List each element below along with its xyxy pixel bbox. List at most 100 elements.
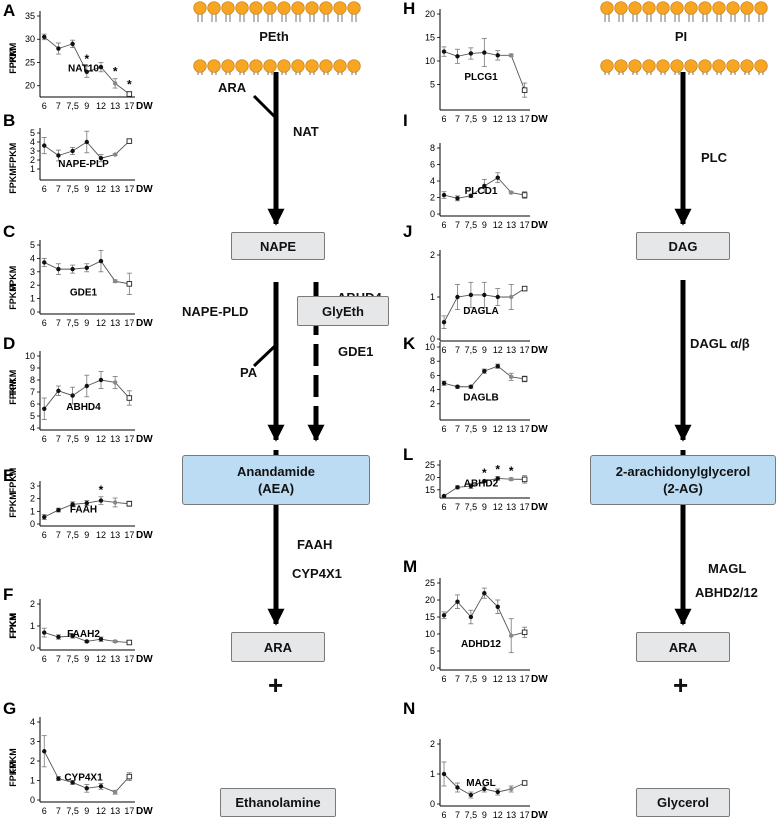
data-point (441, 493, 447, 499)
x-tick-label: 7,5 (66, 184, 79, 194)
data-point (441, 771, 447, 777)
lipid-head (277, 1, 291, 15)
lipid-head (614, 1, 628, 15)
data-point (508, 294, 514, 300)
y-tick-label: 5 (30, 411, 35, 421)
data-point (42, 34, 47, 40)
x-tick-label: 6 (442, 424, 447, 434)
x-unit-label: DW (136, 101, 153, 112)
data-point (468, 193, 474, 199)
gene-name-label: ABHD4 (66, 402, 101, 413)
x-tick-label: 7,5 (66, 318, 79, 328)
panel-letter-h: H (403, 0, 415, 18)
y-axis-label: FPKM (8, 284, 18, 310)
data-point (495, 789, 500, 795)
y-tick-label: 4 (30, 253, 35, 263)
data-point (112, 380, 118, 385)
data-point (495, 604, 500, 609)
y-tick-label: 10 (425, 629, 435, 639)
x-tick-label: 6 (42, 530, 47, 540)
data-point (112, 81, 118, 86)
lipid-head (712, 59, 726, 73)
data-point (112, 639, 118, 644)
data-point (98, 637, 104, 642)
data-point (521, 376, 528, 382)
lipid-head (740, 1, 754, 15)
x-tick-label: 9 (482, 114, 487, 124)
x-tick-label: 13 (110, 530, 120, 540)
x-tick-label: 12 (493, 502, 503, 512)
significance-asterisk: * (495, 463, 500, 477)
y-tick-label: 0 (430, 209, 435, 219)
ara-branch-line (252, 94, 278, 120)
y-tick-label: 4 (30, 423, 35, 433)
data-point (112, 152, 118, 157)
significance-asterisk: * (113, 65, 118, 79)
x-tick-label: 17 (520, 502, 530, 512)
data-point (508, 53, 514, 58)
data-point (42, 630, 47, 635)
x-tick-label: 9 (84, 101, 89, 111)
y-tick-label: 1 (30, 621, 35, 631)
data-point (70, 266, 75, 272)
x-tick-label: 17 (520, 345, 530, 355)
peth-membrane (193, 1, 361, 75)
y-axis-label: FPKM (8, 492, 18, 518)
x-tick-label: 7 (56, 806, 61, 816)
y-axis-label: FPKM (8, 370, 18, 396)
x-tick-label: 9 (482, 424, 487, 434)
lipid-head (333, 1, 347, 15)
y-tick-label: 20 (425, 595, 435, 605)
lipid-head (221, 1, 235, 15)
y-tick-label: 4 (430, 385, 435, 395)
x-unit-label: DW (136, 654, 153, 665)
y-tick-label: 25 (425, 578, 435, 588)
data-point (98, 156, 104, 161)
x-tick-label: 9 (84, 434, 89, 444)
x-tick-label: 7,5 (465, 424, 478, 434)
data-point (508, 786, 514, 792)
y-tick-label: 25 (425, 460, 435, 470)
data-point (126, 500, 133, 507)
y-tick-label: 2 (30, 155, 35, 165)
data-point (84, 69, 89, 74)
x-tick-label: 12 (493, 810, 503, 820)
y-tick-label: 20 (25, 81, 35, 91)
data-point (42, 406, 47, 411)
ag-plus-sign: + (673, 670, 689, 700)
y-tick-label: 3 (30, 146, 35, 156)
data-point (56, 46, 61, 51)
y-tick-label: 1 (30, 776, 35, 786)
x-tick-label: 17 (124, 101, 134, 111)
x-tick-label: 7 (455, 220, 460, 230)
data-point (482, 183, 487, 189)
x-tick-label: 9 (84, 654, 89, 664)
y-axis-label: FPKM (8, 613, 18, 639)
lipid-head (347, 59, 361, 73)
gene-name-label: DAGLB (463, 392, 499, 403)
data-point (70, 148, 75, 154)
y-tick-label: 2 (30, 494, 35, 504)
x-tick-label: 6 (42, 184, 47, 194)
lipid-head (656, 59, 670, 73)
panel-letter-n: N (403, 699, 415, 718)
significance-asterisk: * (509, 464, 514, 478)
x-tick-label: 12 (493, 345, 503, 355)
peth-label: PEth (244, 24, 304, 49)
x-tick-label: 12 (493, 114, 503, 124)
x-tick-label: 6 (442, 674, 447, 684)
data-point (455, 785, 460, 790)
glycerol-box: Glycerol (636, 788, 730, 817)
x-tick-label: 13 (506, 502, 516, 512)
data-point (84, 500, 89, 506)
data-point (42, 749, 47, 754)
x-tick-label: 9 (482, 674, 487, 684)
data-point (468, 384, 474, 389)
data-point (126, 138, 133, 144)
data-point (98, 498, 104, 503)
x-tick-label: 13 (506, 114, 516, 124)
series-line (443, 592, 525, 637)
